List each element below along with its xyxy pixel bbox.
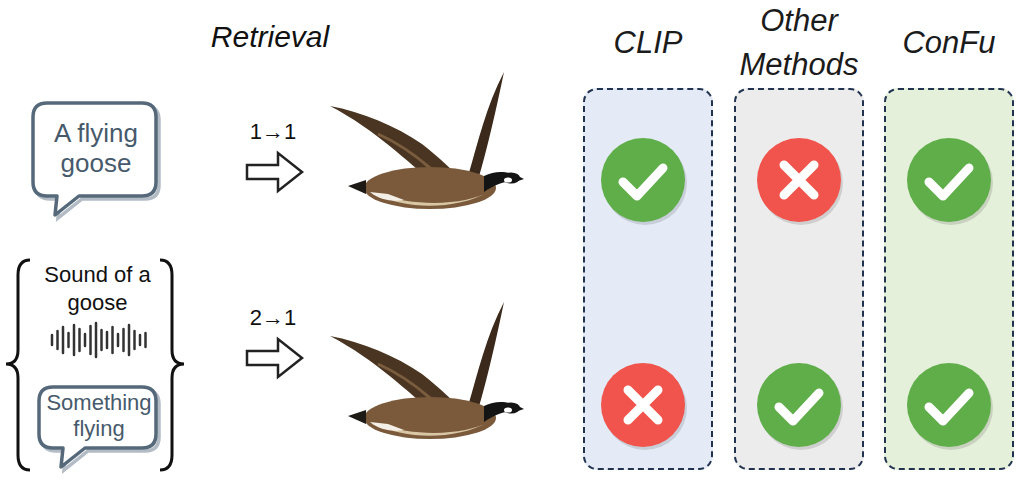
cross-mark [784,165,814,195]
arrow-label: 1→1 [238,116,308,148]
bubble-border [39,387,156,467]
cross-icon [601,363,687,450]
goose-image [330,72,524,209]
check-circle [601,138,685,222]
cross-circle [757,138,841,222]
curly-brace [160,260,184,470]
curly-brace [6,260,30,470]
icon-shadow [909,366,993,450]
check-icon [907,363,993,450]
audio-caption: Sound of a goose [35,258,160,320]
method-panel: Other Methods [734,88,864,470]
check-icon [757,363,843,450]
method-panel: ConFu [884,88,1014,470]
icon-shadow [759,141,843,225]
check-circle [907,363,991,447]
cross-mark [628,390,658,420]
bubble-text: Something flying [36,384,162,448]
cross-circle [601,363,685,447]
icon-shadow [603,141,687,225]
method-panel: CLIP [583,88,713,470]
icon-shadow [759,366,843,450]
check-mark [623,168,663,196]
goose-image [330,302,524,439]
check-circle [757,363,841,447]
hollow-arrow [247,153,302,191]
bubble-text: A flying goose [30,100,162,196]
panel-heading: ConFu [866,2,1020,84]
audio-waveform [52,323,146,357]
speech-bubble: A flying goose [30,100,162,220]
check-icon [601,138,687,225]
icon-shadow [909,141,993,225]
section-heading: Retrieval [180,14,360,60]
hollow-arrow [247,339,302,377]
check-mark [929,393,969,421]
check-mark [779,393,819,421]
cross-icon [757,138,843,225]
icon-shadow [603,366,687,450]
speech-bubble: Something flying [36,384,162,472]
arrow-label: 2→1 [238,302,308,334]
panel-heading: CLIP [565,2,731,84]
panel-heading: Other Methods [716,2,882,84]
check-icon [907,138,993,225]
check-circle [907,138,991,222]
bubble-border [33,103,156,215]
check-mark [929,168,969,196]
